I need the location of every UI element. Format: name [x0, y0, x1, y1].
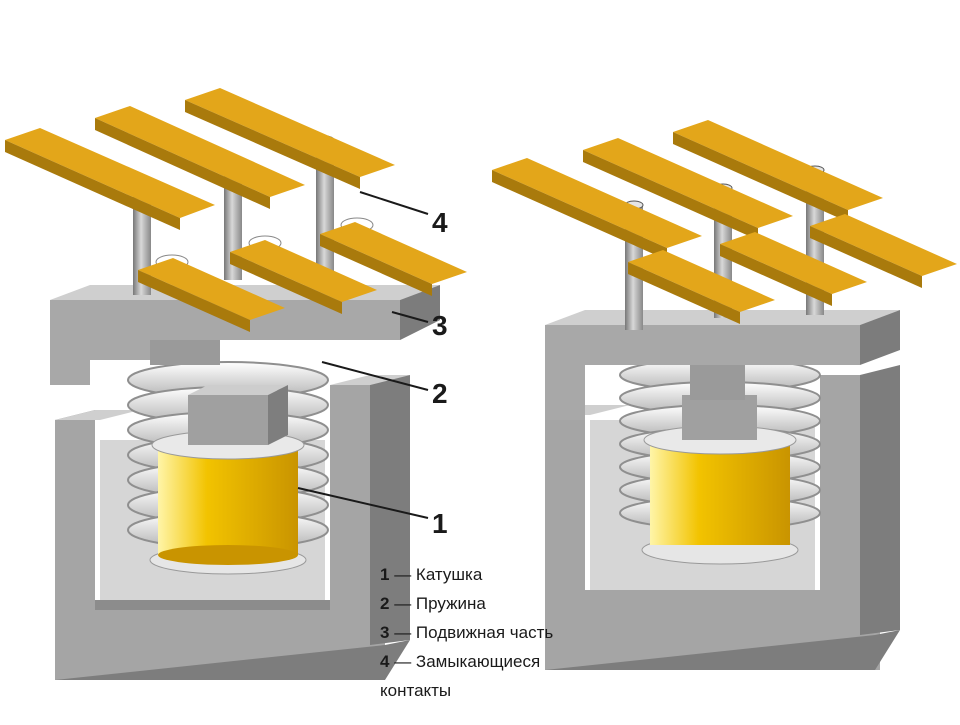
- upper-contacts-closed: [492, 120, 883, 260]
- callout-3: 3: [432, 310, 448, 341]
- relay-closed-state: [492, 120, 957, 670]
- fixed-core-closed: [545, 365, 900, 670]
- coil-closed: [641, 395, 799, 565]
- legend-item-contacts: 4 — Замыкающиеся контакты: [380, 652, 541, 700]
- legend-item-spring: 2 — Пружина: [380, 594, 486, 613]
- legend: 1 — Катушка 2 — Пружина 3 — Подвижная ча…: [380, 560, 580, 705]
- lower-contacts-closed: [628, 214, 957, 324]
- callout-leaders: [297, 191, 429, 519]
- legend-item-coil: 1 — Катушка: [380, 565, 483, 584]
- callout-1: 1: [432, 508, 448, 539]
- callout-2: 2: [432, 378, 448, 409]
- relay-open-state: 4 3 2 1: [5, 88, 467, 680]
- coil: [149, 385, 307, 575]
- callout-4: 4: [432, 207, 448, 238]
- legend-item-movable-part: 3 — Подвижная часть: [380, 623, 554, 642]
- lower-contacts: [138, 222, 467, 332]
- upper-contacts: [5, 88, 395, 230]
